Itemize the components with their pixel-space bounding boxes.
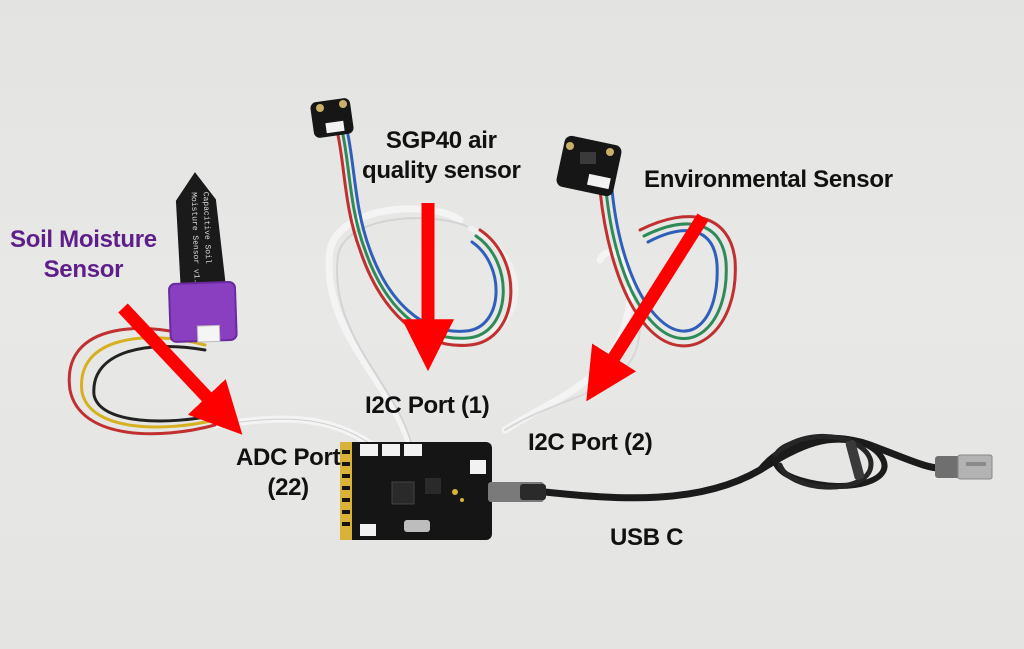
controller-board: [340, 442, 546, 540]
usb-c-label: USB C: [610, 524, 684, 551]
i2c-port-2-label: I2C Port (2): [528, 429, 653, 456]
adc-port-label-line2: (22): [267, 474, 309, 501]
sgp40-label-line1: SGP40 air: [385, 127, 497, 154]
sgp40-sensor-label: SGP40 air quality sensor: [362, 126, 521, 186]
usb-c-cable: [541, 433, 949, 502]
soil-moisture-label-line1: Soil Moisture: [10, 226, 157, 253]
sgp40-board: [310, 98, 354, 138]
soil-moisture-probe: Capacitive Soil Moisture Sensor v1.2: [168, 172, 238, 343]
sgp40-label-line2: quality sensor: [362, 157, 521, 184]
environmental-arrow: [586, 213, 709, 402]
adc-port-label: ADC Port (22): [236, 443, 341, 503]
i2c-port-1-label: I2C Port (1): [365, 392, 490, 419]
soil-moisture-label-line2: Sensor: [43, 256, 124, 283]
probe-text-line1: Capacitive Soil: [201, 192, 213, 264]
annotation-arrows: [118, 203, 709, 435]
svg-text:Moisture Sensor v1.2: Moisture Sensor v1.2: [189, 192, 201, 288]
environmental-sensor-label: Environmental Sensor: [644, 166, 893, 193]
soil-moisture-sensor-label: Soil Moisture Sensor: [10, 225, 157, 285]
adc-port-label-line1: ADC Port: [236, 444, 341, 471]
environmental-board: [556, 135, 622, 197]
usb-a-plug: [935, 454, 993, 480]
svg-text:Capacitive Soil: Capacitive Soil: [201, 192, 213, 264]
soil-sensor-arrow: [118, 303, 243, 435]
probe-text-line2: Moisture Sensor v1.2: [189, 192, 201, 288]
